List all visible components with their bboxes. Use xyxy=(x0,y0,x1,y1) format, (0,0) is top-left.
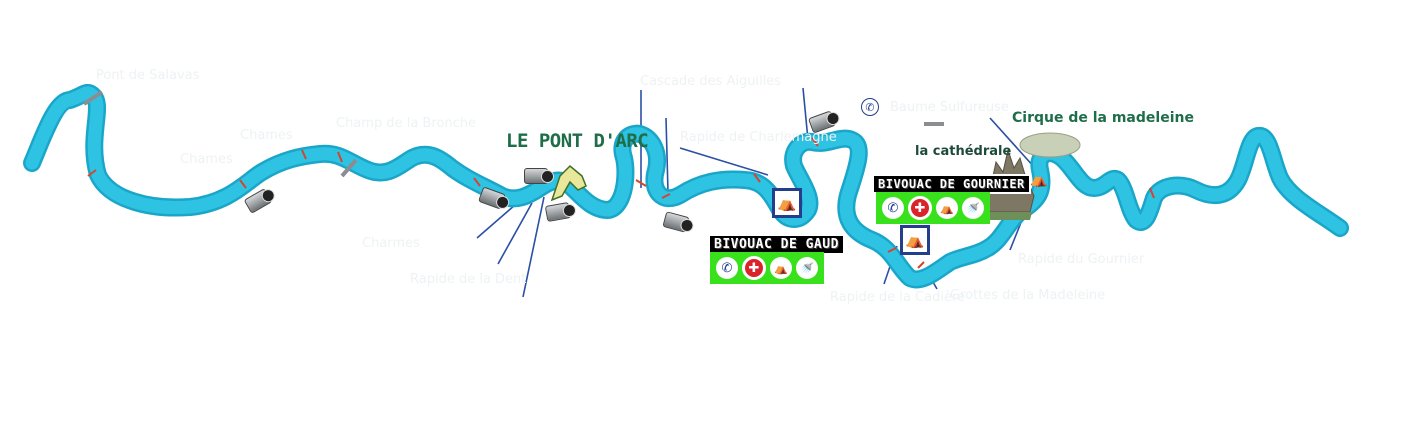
faint-place-label: Rapide de la Dent xyxy=(410,272,527,287)
rapid-marker xyxy=(917,261,925,269)
camping-icon: ⛺ xyxy=(770,257,792,279)
faint-place-label: Baume Sulfureuse xyxy=(890,100,1009,115)
faint-place-label: Charmes xyxy=(362,236,420,251)
faint-place-label: Chames xyxy=(240,128,293,143)
rapid-marker xyxy=(239,179,247,189)
bivouac-gaud-services: ✆ ✚ ⛺ 🚿 xyxy=(710,252,824,284)
rapid-marker xyxy=(635,179,647,187)
rapid-marker xyxy=(753,173,761,183)
faint-place-label: Grottes de la Madeleine xyxy=(950,288,1106,303)
pointer-line xyxy=(679,147,769,176)
rapid-marker xyxy=(473,177,481,187)
first-aid-icon: ✚ xyxy=(908,196,932,220)
rapid-marker xyxy=(811,137,819,147)
faint-place-label: Rapide de la Cadière xyxy=(830,290,966,305)
bridge-icon xyxy=(82,90,104,106)
bridges xyxy=(82,90,944,178)
shower-icon: 🚿 xyxy=(796,257,818,279)
rapid-marker xyxy=(1149,187,1155,199)
pont-darc-icon xyxy=(550,164,587,202)
faint-place-label: Rapide de Charlemagne xyxy=(680,130,837,145)
pointer-line xyxy=(665,117,669,193)
bridge-icon xyxy=(340,158,358,178)
pointer-line xyxy=(476,204,516,239)
first-aid-icon: ✚ xyxy=(742,256,766,280)
faint-place-label: Cascade des Aiguilles xyxy=(640,74,782,89)
shower-icon: 🚿 xyxy=(962,197,984,219)
phone-icon: ✆ xyxy=(882,197,904,219)
rapid-marker xyxy=(337,151,343,163)
rapid-marker xyxy=(887,247,897,253)
camera-icon xyxy=(524,168,554,184)
phone-icon: ✆ xyxy=(716,257,738,279)
phone-icon: ✆ xyxy=(861,98,879,116)
rapid-marker xyxy=(87,169,97,177)
bivouac-gournier-tent-icon: ⛺ xyxy=(900,225,930,255)
bivouac-gournier-title: BIVOUAC DE GOURNIER xyxy=(872,174,1031,194)
bivouac-gaud-title: BIVOUAC DE GAUD xyxy=(708,234,845,255)
faint-place-label: Champ de la Bronche xyxy=(336,116,476,131)
bivouac-gournier-services: ✆ ✚ ⛺ 🚿 xyxy=(876,192,990,224)
pointer-line xyxy=(989,117,1036,169)
cirque-madeleine-label: Cirque de la madeleine xyxy=(1012,110,1194,126)
faint-place-label: Rapide du Gournier xyxy=(1018,252,1145,267)
pont-darc-label: LE PONT D'ARC xyxy=(506,130,649,152)
cirque-rock-image xyxy=(1019,132,1081,158)
faint-place-label: Chames xyxy=(180,152,233,167)
rapids-markers xyxy=(87,137,1155,269)
cathedrale-label: la cathédrale xyxy=(915,144,1012,159)
faint-place-label: Pont de Salavas xyxy=(96,68,200,83)
ardeche-river xyxy=(25,86,1347,286)
pointer-line xyxy=(802,87,809,141)
rapid-marker xyxy=(301,149,307,160)
camping-icon: ⛺ xyxy=(936,197,958,219)
cirque-tent-icon: ⛺ xyxy=(1030,172,1048,188)
rapid-marker xyxy=(661,193,671,199)
pointer-line xyxy=(522,196,545,298)
pointer-line xyxy=(497,202,533,265)
bivouac-gaud-tent-icon: ⛺ xyxy=(772,188,802,218)
